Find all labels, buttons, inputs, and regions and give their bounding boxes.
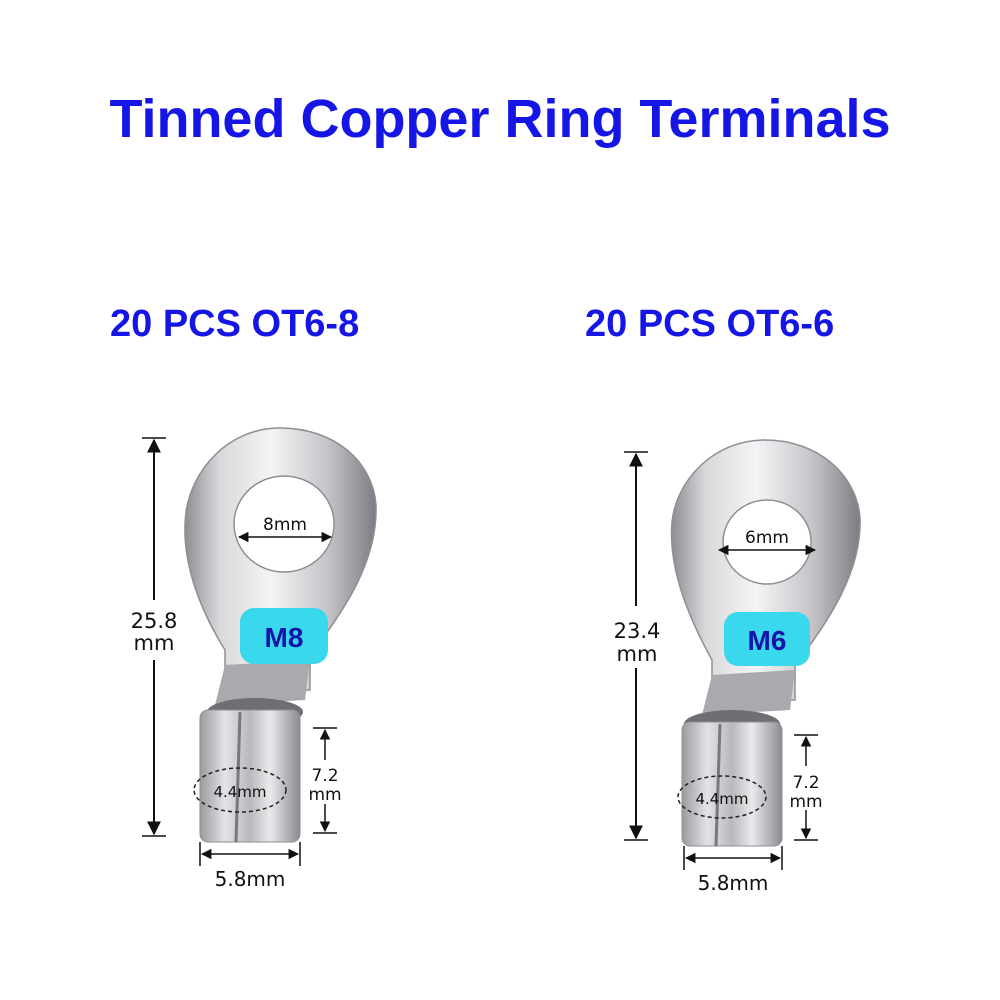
terminal-ot6-8: 4.4mm M8 8mm 25.8 mm 7.2 mm 5.8mm — [131, 427, 377, 891]
barrel — [681, 721, 783, 847]
neck — [702, 670, 795, 715]
barrel-seam — [714, 723, 722, 847]
barrel-length-value: 7.2 — [792, 773, 819, 793]
barrel-seam — [234, 711, 242, 843]
neck — [215, 660, 310, 705]
barrel-length-unit: mm — [308, 785, 341, 805]
barrel — [199, 709, 301, 843]
barrel-length-value: 7.2 — [311, 766, 338, 786]
length-value: 25.8 — [131, 609, 178, 633]
barrel-length-unit: mm — [789, 792, 822, 812]
barrel-width-label: 5.8mm — [215, 867, 286, 891]
inner-diameter-label: 4.4mm — [695, 790, 748, 808]
inner-diameter-label: 4.4mm — [213, 783, 266, 801]
page-title: Tinned Copper Ring Terminals — [109, 89, 891, 149]
product-heading-ot6-6: 20 PCS OT6-6 — [585, 303, 835, 345]
inner-diameter-marker — [193, 767, 287, 813]
hole-dimension-label: 6mm — [745, 528, 789, 548]
length-unit: mm — [617, 642, 658, 666]
inner-diameter-marker — [677, 775, 767, 819]
size-badge — [724, 612, 810, 666]
size-badge-label: M6 — [748, 625, 787, 656]
hole-dimension-label: 8mm — [263, 515, 307, 535]
size-badge — [240, 608, 328, 664]
product-heading-ot6-8: 20 PCS OT6-8 — [110, 303, 360, 345]
size-badge-label: M8 — [265, 622, 304, 653]
barrel-width-label: 5.8mm — [698, 871, 769, 895]
length-value: 23.4 — [614, 619, 661, 643]
ring-tongue — [184, 427, 377, 691]
terminal-ot6-6: 4.4mm M6 6mm 23.4 mm 7.2 mm 5.8mm — [614, 439, 861, 895]
length-unit: mm — [134, 631, 175, 655]
